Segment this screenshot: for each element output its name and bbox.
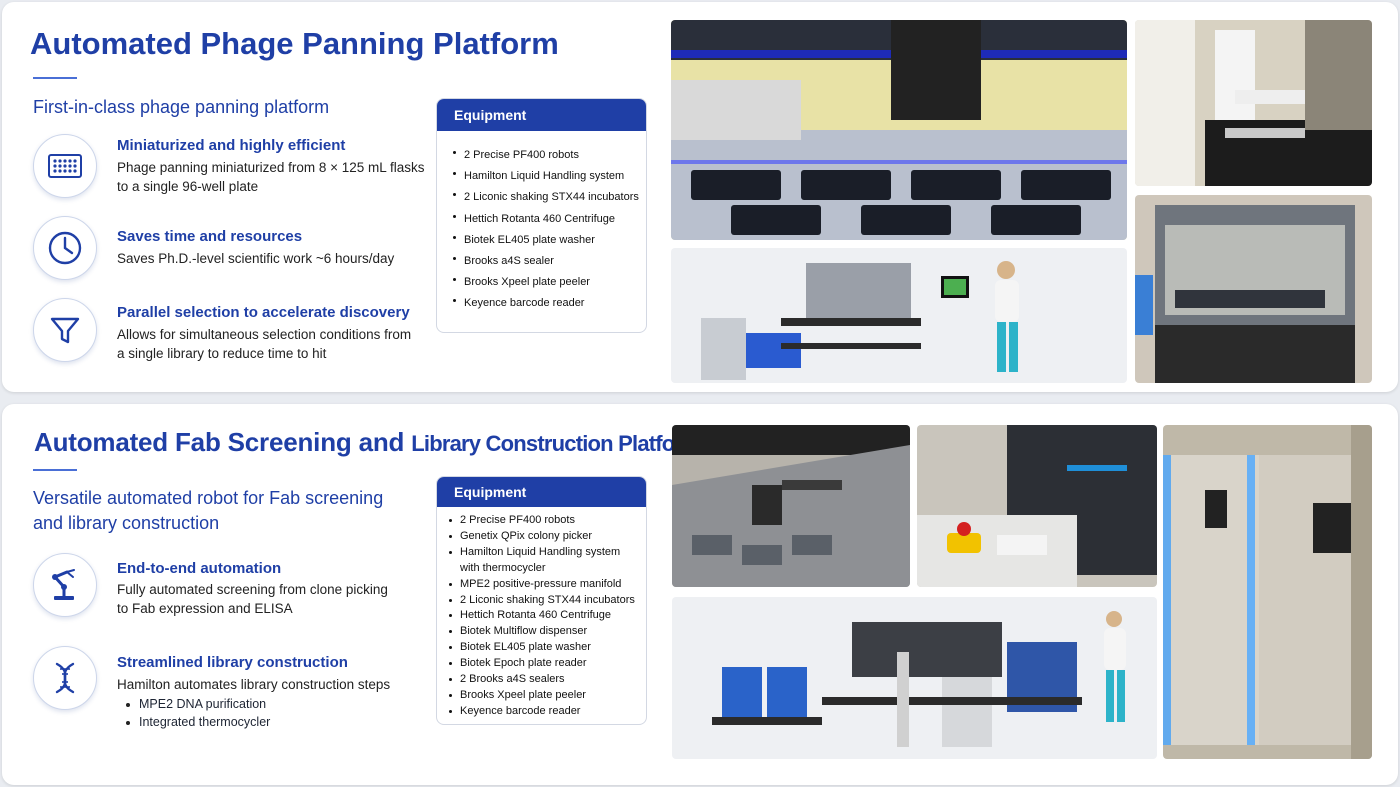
equipment-item: Genetix QPix colony picker xyxy=(445,529,646,545)
equipment-item: Keyence barcode reader xyxy=(449,293,646,314)
subtitle-line: and library construction xyxy=(33,513,220,533)
feature-heading: Streamlined library construction xyxy=(117,654,348,671)
feature-description: Phage panning miniaturized from 8 × 125 … xyxy=(117,158,425,196)
equipment-item: Brooks Xpeel plate peeler xyxy=(445,688,646,704)
equipment-item: Biotek Epoch plate reader xyxy=(445,656,646,672)
phage-equipment-box: Equipment 2 Precise PF400 robots Hamilto… xyxy=(436,98,647,333)
phage-subtitle: First-in-class phage panning platform xyxy=(33,97,330,117)
equipment-item: 2 Brooks a4S sealers xyxy=(445,672,646,688)
equipment-item: 2 Precise PF400 robots xyxy=(449,145,646,166)
equipment-item: Biotek Multiflow dispenser xyxy=(445,624,646,640)
phage-panel-title: Automated Phage Panning Platform xyxy=(30,26,559,61)
feature-heading: Saves time and resources xyxy=(117,228,303,245)
equipment-heading: Equipment xyxy=(437,477,646,507)
fab-title-small: Library Construction Platform xyxy=(411,431,702,456)
feature-heading: End-to-end automation xyxy=(117,560,282,577)
desc-line: Saves Ph.D.-level scientific work ~6 hou… xyxy=(117,251,395,266)
lab-photo-robot-arm xyxy=(1135,20,1372,186)
equipment-item: Hettich Rotanta 460 Centrifuge xyxy=(445,608,646,624)
desc-line: Hamilton automates library construction … xyxy=(117,677,391,692)
feature-description: Fully automated screening from clone pic… xyxy=(117,580,388,618)
lab-photo-robot-deck xyxy=(671,20,1127,240)
desc-line: a single library to reduce time to hit xyxy=(117,346,327,361)
equipment-item: Keyence barcode reader xyxy=(445,704,646,720)
library-bullets: MPE2 DNA purification Integrated thermoc… xyxy=(117,695,270,731)
subtitle-line: Versatile automated robot for Fab screen… xyxy=(33,488,384,508)
lab-photo-estop-bench xyxy=(917,425,1157,587)
robot-arm-icon xyxy=(33,553,97,617)
equipment-item: 2 Precise PF400 robots xyxy=(445,513,646,529)
equipment-item: 2 Liconic shaking STX44 incubators xyxy=(449,187,646,208)
clock-icon xyxy=(33,216,97,280)
feature-heading: Parallel selection to accelerate discove… xyxy=(117,304,410,321)
fab-panel-title: Automated Fab Screening and Library Cons… xyxy=(34,427,702,458)
lab-photo-incubator-towers xyxy=(1163,425,1372,759)
render-fab-platform xyxy=(672,597,1157,759)
render-phage-platform xyxy=(671,248,1127,383)
fab-title-main: Automated Fab Screening and xyxy=(34,427,405,457)
fab-subtitle: Versatile automated robot for Fab screen… xyxy=(33,486,383,536)
equipment-item: Biotek EL405 plate washer xyxy=(449,230,646,251)
feature-streamlined-library: Streamlined library construction Hamilto… xyxy=(33,646,433,736)
equipment-item: Hamilton Liquid Handling system xyxy=(445,545,646,561)
equipment-item: Brooks Xpeel plate peeler xyxy=(449,272,646,293)
equipment-list: 2 Precise PF400 robots Genetix QPix colo… xyxy=(437,507,646,720)
dna-icon xyxy=(33,646,97,710)
desc-line: to Fab expression and ELISA xyxy=(117,601,293,616)
feature-description: Hamilton automates library construction … xyxy=(117,675,390,694)
funnel-icon xyxy=(33,298,97,362)
desc-line: Fully automated screening from clone pic… xyxy=(117,582,388,597)
fab-equipment-box: Equipment 2 Precise PF400 robots Genetix… xyxy=(436,476,647,725)
feature-miniaturized: Miniaturized and highly efficient Phage … xyxy=(33,134,433,204)
equipment-item-continuation: with thermocycler xyxy=(460,561,546,574)
lab-photo-hamilton-enclosure xyxy=(1135,195,1372,383)
desc-line: to a single 96-well plate xyxy=(117,179,259,194)
feature-description: Allows for simultaneous selection condit… xyxy=(117,325,411,363)
feature-end-to-end: End-to-end automation Fully automated sc… xyxy=(33,553,433,623)
bullet-item: MPE2 DNA purification xyxy=(117,695,270,713)
well-plate-icon xyxy=(33,134,97,198)
equipment-item: Hettich Rotanta 460 Centrifuge xyxy=(449,209,646,230)
equipment-heading: Equipment xyxy=(437,99,646,131)
equipment-item: Brooks a4S sealer xyxy=(449,251,646,272)
feature-parallel-selection: Parallel selection to accelerate discove… xyxy=(33,298,433,368)
fab-title-rule xyxy=(33,469,77,471)
desc-line: Allows for simultaneous selection condit… xyxy=(117,327,412,342)
equipment-list: 2 Precise PF400 robots Hamilton Liquid H… xyxy=(437,131,646,315)
feature-saves-time: Saves time and resources Saves Ph.D.-lev… xyxy=(33,216,433,286)
equipment-item: Hamilton Liquid Handling system xyxy=(449,166,646,187)
phage-title-rule xyxy=(33,77,77,79)
equipment-item: Biotek EL405 plate washer xyxy=(445,640,646,656)
equipment-item: 2 Liconic shaking STX44 incubators xyxy=(445,593,646,609)
lab-photo-deck-interior xyxy=(672,425,910,587)
feature-description: Saves Ph.D.-level scientific work ~6 hou… xyxy=(117,249,394,268)
feature-heading: Miniaturized and highly efficient xyxy=(117,137,346,154)
desc-line: Phage panning miniaturized from 8 × 125 … xyxy=(117,160,425,175)
equipment-item: MPE2 positive-pressure manifold xyxy=(445,577,646,593)
bullet-item: Integrated thermocycler xyxy=(117,713,270,731)
